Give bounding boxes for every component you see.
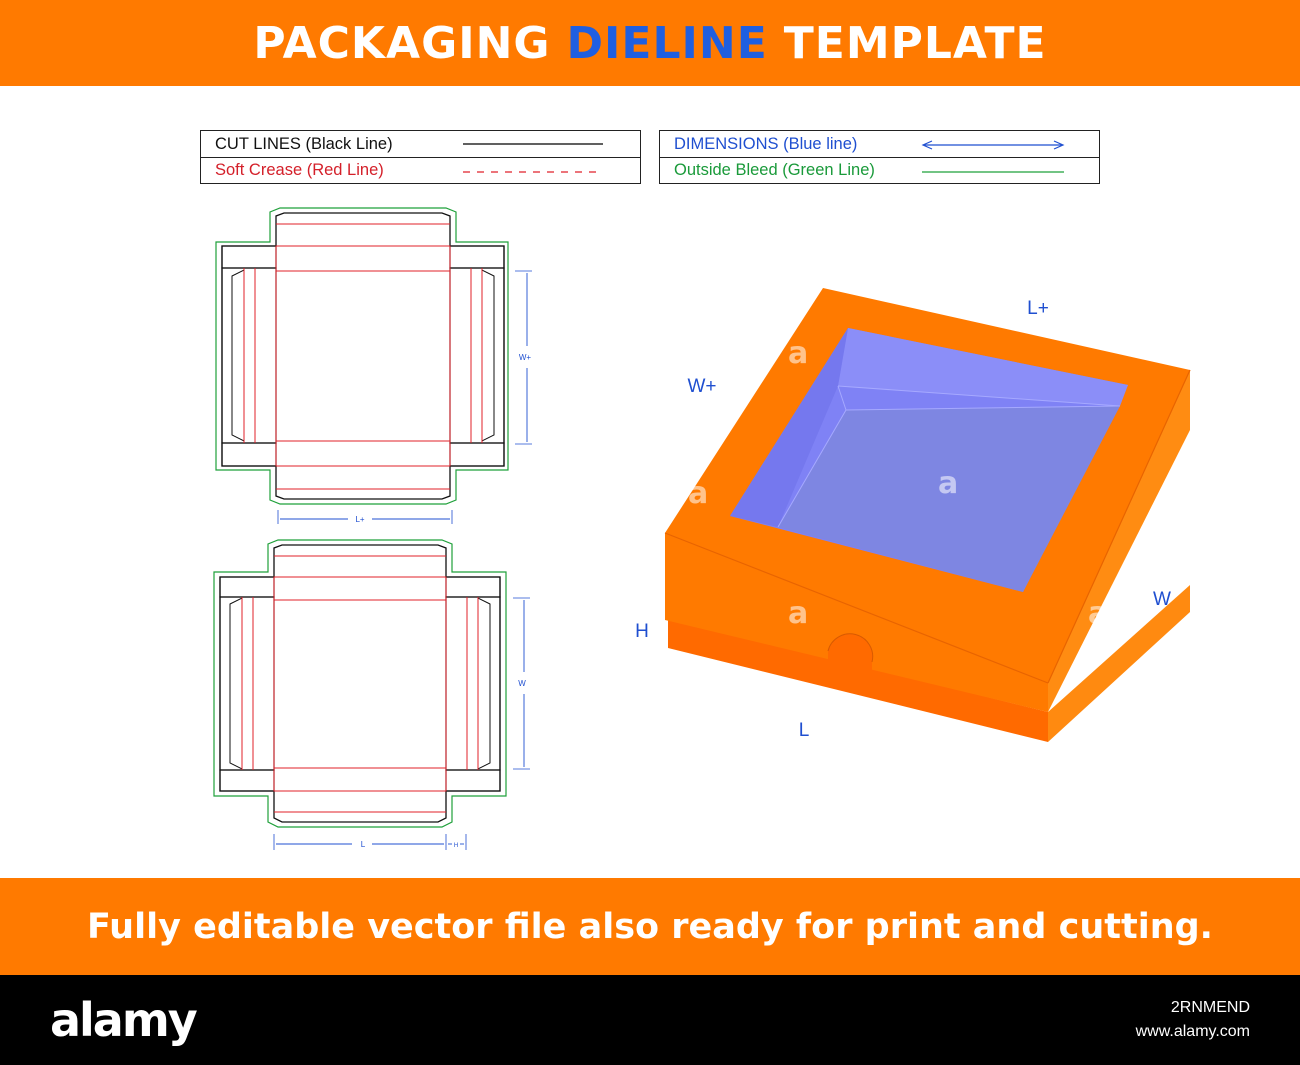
- box-3d-illustration: L+ W+ W H L: [635, 288, 1191, 742]
- dieline-lid: W+ L+: [215, 207, 532, 524]
- base-dim-bottom-label: L: [361, 840, 366, 849]
- box-label-w: W: [1153, 589, 1171, 610]
- window-inner-left: [730, 328, 848, 527]
- lid-front: [665, 533, 1048, 712]
- box-label-l: L: [799, 720, 810, 741]
- lid-right: [1048, 370, 1190, 712]
- watermark-glyph: a: [788, 596, 809, 631]
- header-title-left: PACKAGING: [253, 17, 551, 69]
- brand-url: www.alamy.com: [1135, 1023, 1250, 1040]
- box-label-h: H: [635, 621, 649, 642]
- lid-dim-side-label: W+: [519, 353, 532, 362]
- lid-finger-notch: [828, 633, 873, 676]
- box-label-l-plus: L+: [1027, 298, 1049, 319]
- lid-bleed-outline: [215, 207, 509, 505]
- brand-bar: alamy 2RNMEND www.alamy.com: [0, 975, 1300, 1065]
- cut-line-sample: [463, 143, 603, 145]
- bleed-line-sample: [922, 171, 1064, 173]
- header-title-accent: DIELINE: [566, 17, 768, 69]
- watermark-glyph: a: [938, 466, 959, 501]
- legend-dimensions-label: DIMENSIONS (Blue line): [674, 134, 858, 153]
- legend-bleed-label: Outside Bleed (Green Line): [674, 161, 875, 179]
- base-bleed-outline: [213, 539, 507, 828]
- lid-dim-bottom-label: L+: [355, 515, 364, 524]
- page-footer: Fully editable vector file also ready fo…: [0, 878, 1300, 975]
- header-title-right: TEMPLATE: [783, 17, 1047, 69]
- crease-line-sample: [463, 171, 603, 173]
- watermark-glyph: a: [1088, 596, 1109, 631]
- lid-cut-outline: [221, 212, 505, 500]
- box-label-w-plus: W+: [687, 376, 716, 397]
- legend-row-cut: CUT LINES (Black Line): [201, 131, 640, 158]
- box-base-right: [1048, 585, 1190, 742]
- dimension-arrow-sample: [921, 140, 1065, 150]
- legend-row-dimensions: DIMENSIONS (Blue line): [660, 131, 1099, 158]
- legend-cut-label: CUT LINES (Black Line): [215, 134, 393, 153]
- watermark-glyph: a: [688, 476, 709, 511]
- legend-row-bleed: Outside Bleed (Green Line): [660, 157, 1099, 184]
- brand-logo: alamy: [50, 993, 198, 1047]
- window-inner-back: [838, 328, 1128, 406]
- window-floor: [778, 406, 1120, 592]
- page-header: PACKAGING DIELINE TEMPLATE: [0, 0, 1300, 86]
- footer-tagline: Fully editable vector file also ready fo…: [87, 906, 1213, 947]
- legend-crease-label: Soft Crease (Red Line): [215, 161, 384, 179]
- legend-left: CUT LINES (Black Line) Soft Crease (Red …: [200, 130, 641, 184]
- image-code: 2RNMEND: [1170, 999, 1250, 1016]
- box-base-front: [668, 618, 1048, 742]
- base-cut-outline: [219, 544, 501, 823]
- legend-row-crease: Soft Crease (Red Line): [201, 157, 640, 184]
- watermark-glyph: a: [788, 336, 809, 371]
- base-dim-side-label: W: [518, 679, 526, 688]
- legend-right: DIMENSIONS (Blue line) Outside Bleed (Gr…: [659, 130, 1100, 184]
- dieline-base: W L H: [213, 539, 530, 850]
- base-dim-height-label: H: [454, 843, 458, 849]
- diagram-stage: W+ L+ W L H: [213, 207, 1191, 850]
